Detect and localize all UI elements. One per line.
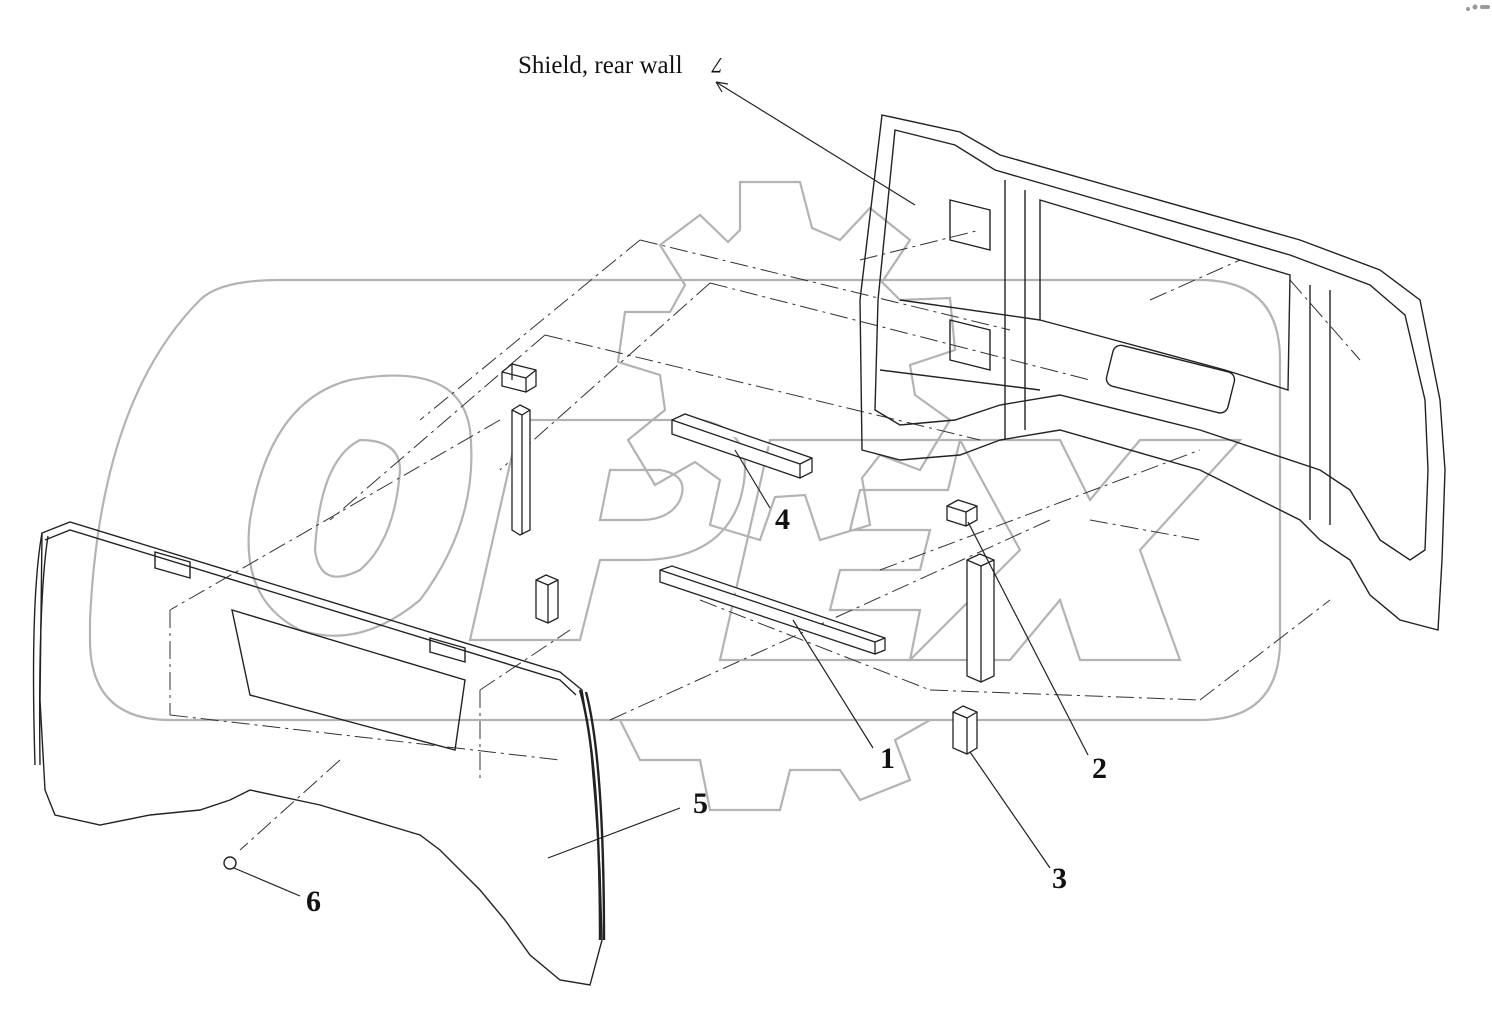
shield-clip-left: [154, 551, 191, 579]
corner-logo-icon: [1466, 4, 1490, 11]
callout-1: 1: [880, 742, 895, 775]
shield-window: [231, 608, 466, 751]
foam-blocks: [501, 363, 995, 755]
callout-2: 2: [1092, 752, 1107, 785]
foam-block-small-a: [501, 363, 537, 393]
shield-outline: [39, 521, 603, 986]
rear-wall-outer: [859, 114, 1446, 631]
watermark-rounded-rect: [88, 278, 1282, 722]
shield-top-rail: [44, 529, 577, 696]
shield-edge-right: [578, 689, 606, 941]
shield-clip-right: [429, 637, 466, 663]
watermark-letter-O: [247, 374, 473, 637]
leader-2: [967, 521, 1089, 756]
part-3-block: [952, 705, 978, 755]
callout-4: 4: [775, 503, 790, 536]
opex-watermark: [88, 180, 1282, 812]
watermark-letter-P: [468, 418, 747, 642]
callout-5: 5: [693, 787, 708, 820]
leader-lines: [233, 81, 1089, 897]
leader-7: [715, 81, 916, 206]
rear-wall-left-pocket: [949, 199, 991, 371]
callout-6: 6: [306, 885, 321, 918]
rear-wall-emblem: [1105, 344, 1236, 414]
part-6-fastener: [223, 856, 237, 870]
leader-3: [969, 751, 1051, 869]
rear-wall-ribs: [879, 180, 1331, 525]
watermark-gear-outline: [616, 180, 957, 542]
foam-block-vertical-a: [511, 404, 531, 536]
rear-wall-inner: [874, 129, 1429, 561]
diagram-title: Shield, rear wall: [518, 52, 683, 79]
watermark-letter-X: [907, 438, 1243, 662]
shield-panel: [32, 521, 606, 986]
construction-lines: [169, 229, 1361, 851]
part-4-strip: [671, 413, 813, 479]
callout-7: 7: [712, 53, 723, 78]
part-2-vertical: [966, 553, 995, 683]
leader-arrow-7: [715, 81, 729, 93]
shield-edge-left: [32, 532, 49, 766]
part-1-strip: [659, 565, 886, 655]
watermark-letter-E: [718, 438, 962, 662]
leader-5: [547, 807, 681, 859]
leader-6: [233, 867, 301, 897]
watermark-gear-bottom: [619, 719, 931, 812]
foam-block-small-b: [535, 574, 559, 624]
part-2-block: [946, 499, 978, 527]
rear-wall-panel: [859, 114, 1446, 631]
leader-1: [792, 619, 874, 749]
leader-4: [734, 449, 771, 509]
callout-3: 3: [1052, 862, 1067, 895]
